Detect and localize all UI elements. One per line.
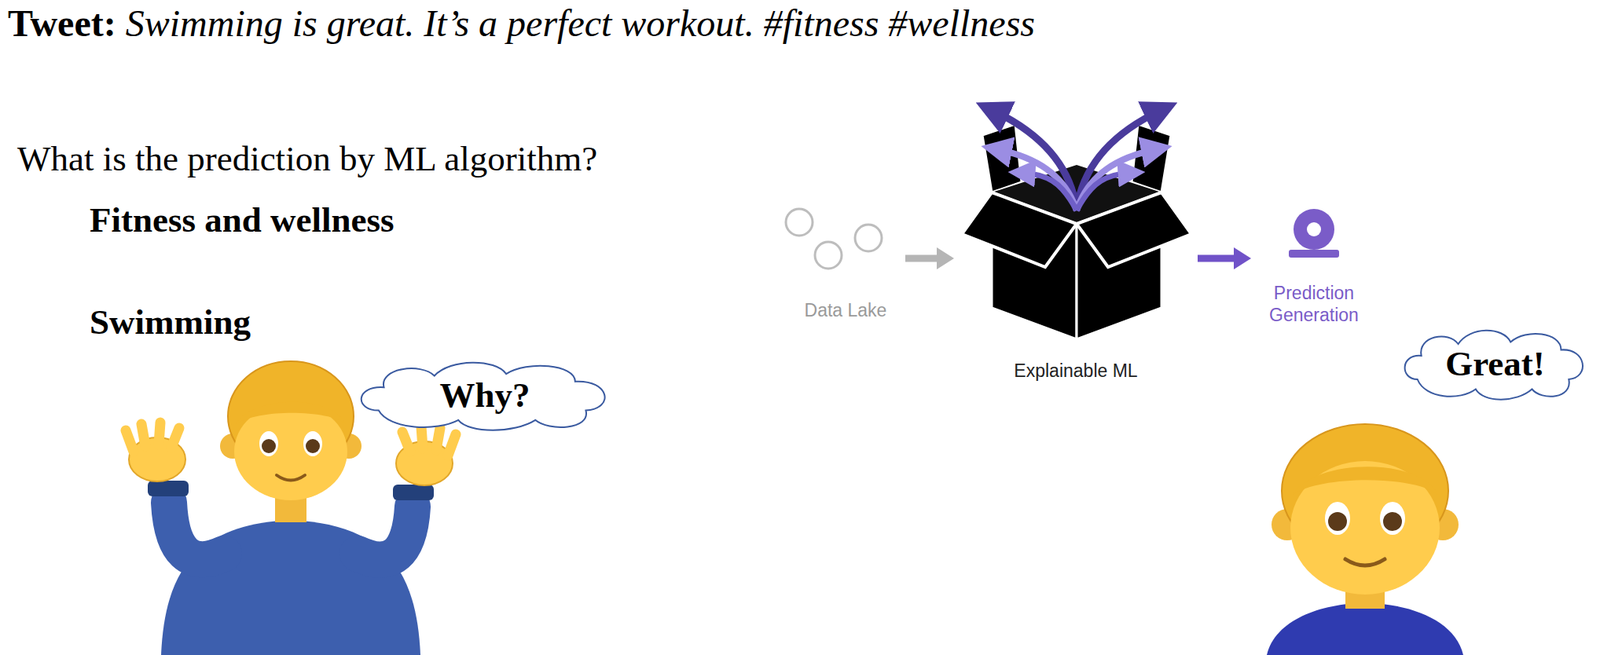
question-text: What is the prediction by ML algorithm? — [17, 138, 598, 180]
data-lake-node: Data Lake — [785, 205, 906, 326]
arrow-head — [1233, 247, 1252, 270]
text-holder: Explainable ML — [954, 360, 1198, 383]
cloud-shape — [361, 363, 606, 431]
text-holder: Prediction Generation — [1251, 282, 1377, 327]
cloud-text: Great! — [1445, 342, 1545, 386]
node-label: Prediction Generation — [1258, 282, 1369, 327]
open-box-icon — [961, 110, 1192, 340]
text-holder: Great! — [1445, 342, 1545, 386]
arrow-head — [936, 247, 955, 270]
node-label: Explainable ML — [1013, 360, 1138, 383]
text-holder: Why? — [439, 374, 530, 417]
arrow-shaft — [1197, 255, 1236, 263]
thought-cloud: Great! — [1398, 324, 1593, 404]
cloud-shape — [1405, 330, 1583, 400]
flow-arrow — [1197, 247, 1252, 270]
tweet-text: Swimming is great. It’s a perfect workou… — [125, 1, 1035, 45]
prediction-node: Prediction Generation — [1251, 205, 1377, 340]
thought-cloud: Why? — [352, 356, 618, 434]
data-lake-icon — [785, 209, 882, 269]
man-emoji — [1266, 424, 1464, 655]
tweet-heading: Tweet: — [7, 1, 117, 45]
cloud-text: Why? — [439, 374, 530, 417]
text-holder: Data Lake — [785, 300, 906, 323]
flow-arrow — [905, 247, 955, 270]
model-node: Explainable ML — [954, 86, 1198, 389]
arrow-shaft — [905, 255, 939, 263]
node-label: Data Lake — [804, 300, 888, 323]
prediction-option: Fitness and wellness — [89, 199, 395, 241]
prediction-option: Swimming — [89, 301, 251, 343]
prediction-icon — [1288, 209, 1340, 258]
